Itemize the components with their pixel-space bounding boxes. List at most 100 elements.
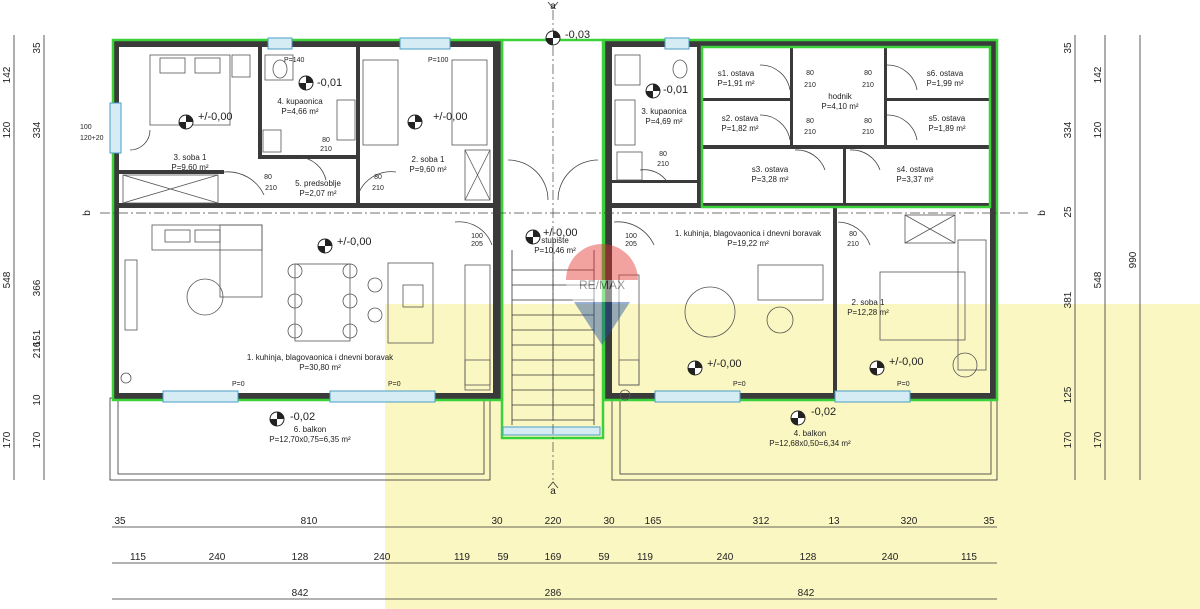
room-area: P=19,22 m²: [727, 239, 769, 248]
room-name: 3. kupaonica: [641, 107, 687, 116]
room-name: s2. ostava: [722, 114, 759, 123]
room-name: 1. kuhinja, blagovaonica i dnevni borava…: [247, 353, 394, 362]
furniture: [120, 54, 987, 401]
dimensions-right: 35 334 25 381 125 170 142 120 548 170 99…: [1063, 35, 1141, 480]
room-name: 5. predsoblje: [295, 179, 341, 188]
svg-text:210: 210: [862, 82, 874, 89]
svg-text:210: 210: [372, 185, 384, 192]
room-area: P=12,28 m²: [847, 308, 889, 317]
svg-text:80: 80: [806, 70, 814, 77]
svg-text:205: 205: [471, 241, 483, 248]
svg-text:80: 80: [806, 118, 814, 125]
svg-text:170: 170: [2, 431, 13, 448]
room-name: s4. ostava: [897, 165, 934, 174]
svg-text:548: 548: [2, 271, 13, 288]
opening-labels: 80 210 80 210 80 210 100 205 100 205 80 …: [80, 57, 910, 388]
svg-text:842: 842: [292, 588, 309, 599]
svg-text:+/-0,00: +/-0,00: [337, 236, 372, 248]
svg-text:b: b: [82, 210, 93, 216]
room-labels: 3. soba 1 P=9,60 m² 4. kupaonica P=4,66 …: [171, 69, 965, 448]
room-name: 2. soba 1: [852, 298, 885, 307]
svg-text:170: 170: [1063, 431, 1074, 448]
svg-text:120: 120: [1093, 121, 1104, 138]
svg-text:80: 80: [659, 151, 667, 158]
room-area: P=9,60 m²: [171, 163, 208, 172]
room-area: P=1,89 m²: [928, 124, 965, 133]
remax-logo: RE/MAX: [566, 244, 638, 345]
room-name: s3. ostava: [752, 165, 789, 174]
room-area: P=10,46 m²: [534, 246, 576, 255]
level-labels: +/-0,00 -0,01 +/-0,00 +/-0,00 -0,02 -0,0…: [198, 29, 924, 423]
svg-text:80: 80: [264, 174, 272, 181]
room-name: s1. ostava: [718, 69, 755, 78]
room-area: P=3,28 m²: [751, 175, 788, 184]
svg-text:210: 210: [862, 129, 874, 136]
svg-text:810: 810: [301, 516, 318, 527]
svg-text:142: 142: [1093, 66, 1104, 83]
room-name: 4. balkon: [794, 429, 826, 438]
svg-text:128: 128: [800, 552, 817, 563]
svg-text:216: 216: [32, 341, 43, 358]
svg-text:990: 990: [1128, 251, 1139, 268]
section-marks: a a b b: [82, 1, 1048, 497]
svg-text:170: 170: [1093, 431, 1104, 448]
svg-text:100: 100: [80, 124, 92, 131]
room-area: P=4,10 m²: [821, 102, 858, 111]
svg-text:a: a: [550, 1, 556, 12]
svg-text:-0,02: -0,02: [290, 411, 315, 423]
room-area: P=1,82 m²: [721, 124, 758, 133]
room-area: P=4,69 m²: [645, 117, 682, 126]
svg-text:220: 220: [545, 516, 562, 527]
room-area: P=12,70x0,75=6,35 m²: [269, 435, 351, 444]
room-area: P=9,60 m²: [409, 165, 446, 174]
doors: [129, 64, 918, 246]
svg-text:59: 59: [598, 552, 610, 563]
svg-text:334: 334: [1063, 121, 1074, 138]
windows: [109, 37, 911, 436]
room-name: hodnik: [828, 92, 853, 101]
svg-text:240: 240: [209, 552, 226, 563]
svg-text:100: 100: [471, 233, 483, 240]
svg-text:30: 30: [491, 516, 503, 527]
svg-text:P=0: P=0: [232, 381, 245, 388]
dimensions-left: 142 120 548 170 35 334 366 151 216 10 17…: [2, 35, 45, 480]
svg-text:-0,03: -0,03: [565, 29, 590, 41]
room-area: P=4,66 m²: [281, 107, 318, 116]
svg-text:142: 142: [2, 66, 13, 83]
svg-text:100: 100: [625, 233, 637, 240]
svg-text:80: 80: [864, 70, 872, 77]
room-name: stubište: [541, 236, 569, 245]
svg-text:210: 210: [320, 146, 332, 153]
svg-text:+/-0,00: +/-0,00: [543, 227, 578, 239]
svg-text:b: b: [1037, 210, 1048, 216]
svg-text:210: 210: [265, 185, 277, 192]
svg-text:151: 151: [32, 329, 43, 346]
svg-text:334: 334: [32, 121, 43, 138]
level-markers: [178, 30, 885, 427]
svg-text:381: 381: [1063, 291, 1074, 308]
room-name: s6. ostava: [927, 69, 964, 78]
svg-text:119: 119: [637, 552, 653, 563]
svg-text:210: 210: [804, 129, 816, 136]
svg-text:240: 240: [882, 552, 899, 563]
svg-text:-0,02: -0,02: [811, 406, 836, 418]
svg-text:P=0: P=0: [733, 381, 746, 388]
svg-text:286: 286: [545, 588, 562, 599]
dimensions-bottom: 35 810 30 220 30 165 312 13 320 35 115 2…: [112, 516, 997, 600]
svg-text:35: 35: [983, 516, 995, 527]
svg-text:80: 80: [374, 174, 382, 181]
section-lines: [100, 1, 1030, 489]
walls: [112, 40, 997, 400]
room-name: s5. ostava: [929, 114, 966, 123]
svg-text:80: 80: [849, 231, 857, 238]
svg-text:125: 125: [1063, 386, 1074, 403]
svg-text:-0,01: -0,01: [317, 77, 342, 89]
room-area: P=3,37 m²: [896, 175, 933, 184]
svg-text:240: 240: [374, 552, 391, 563]
svg-text:+/-0,00: +/-0,00: [433, 111, 468, 123]
room-area: P=30,80 m²: [299, 363, 341, 372]
svg-text:35: 35: [32, 42, 43, 54]
svg-text:205: 205: [625, 241, 637, 248]
svg-text:320: 320: [901, 516, 918, 527]
